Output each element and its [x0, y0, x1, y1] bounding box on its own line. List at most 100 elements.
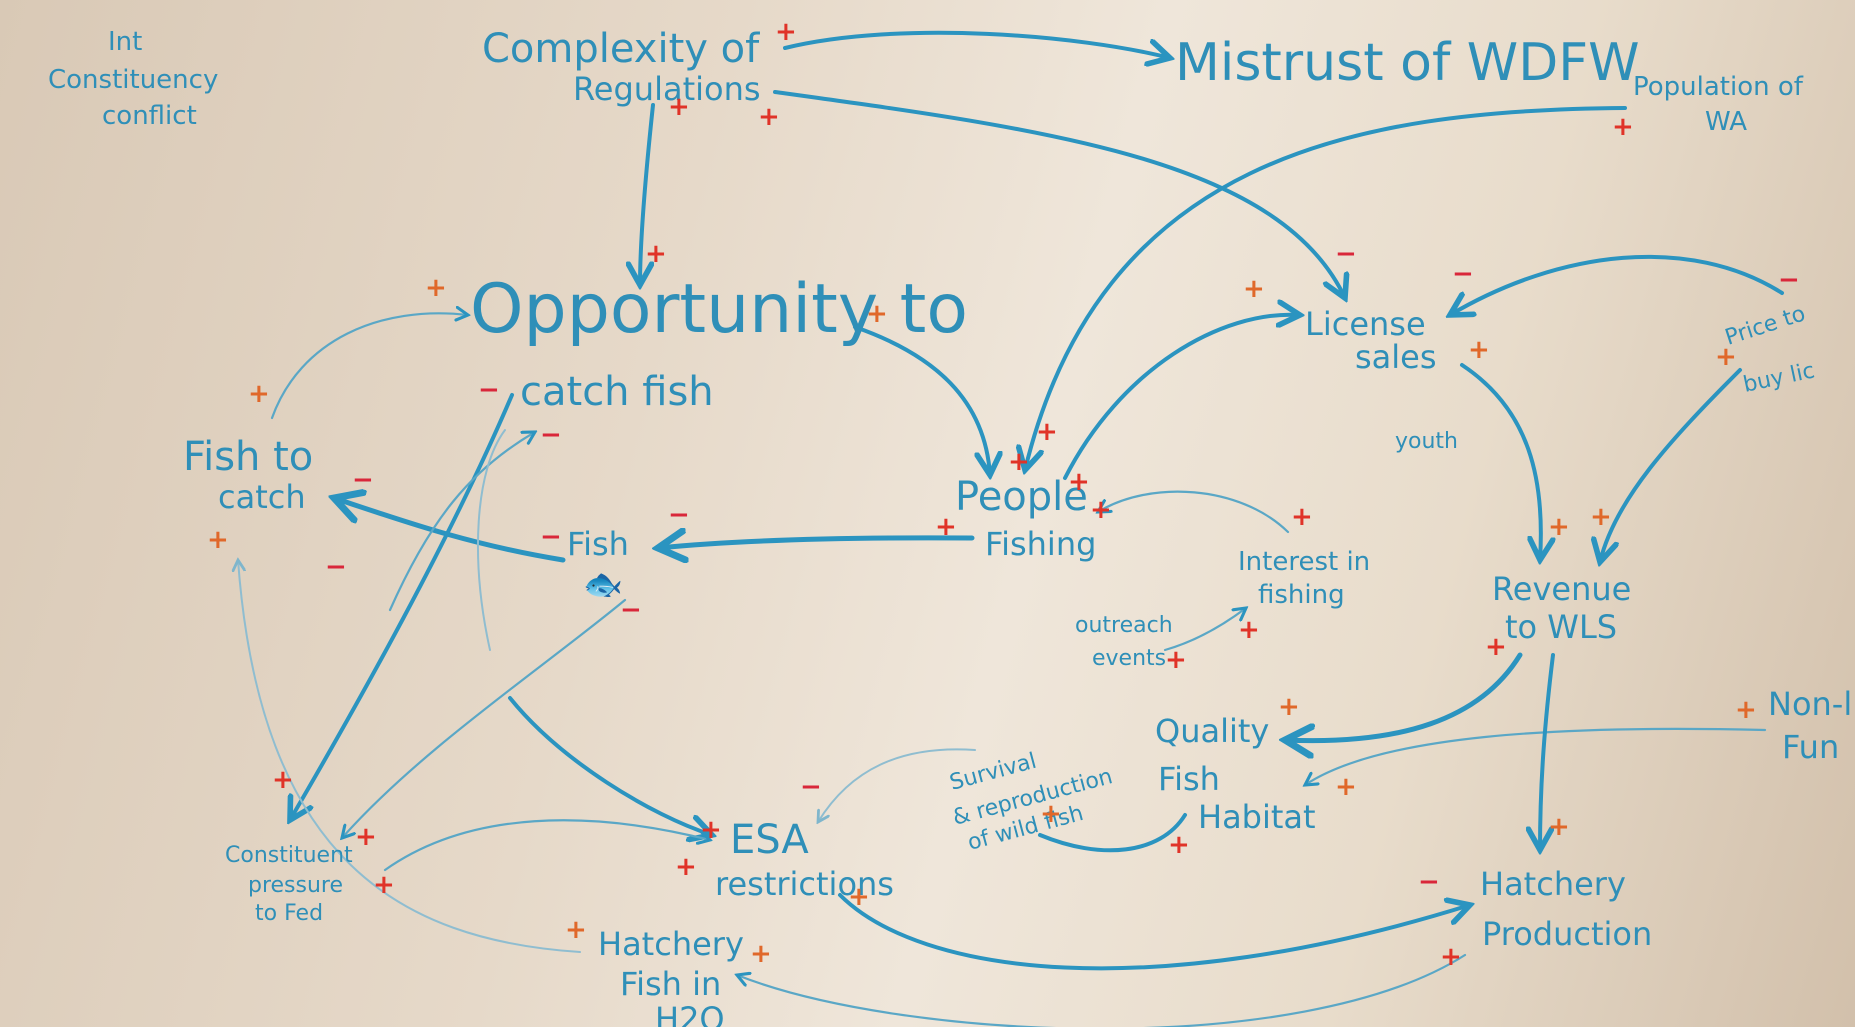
svg-text:+: +: [700, 815, 722, 845]
svg-text:Population of: Population of: [1633, 72, 1804, 102]
arrow-fish-to-fishtocatch: [334, 498, 566, 563]
svg-text:Hatchery: Hatchery: [598, 925, 744, 963]
node-youth: youth: [1395, 429, 1458, 454]
svg-text:Hatchery: Hatchery: [1480, 865, 1626, 903]
arrow-esa-to-hatchery: [838, 893, 1470, 971]
node-revenue-to-wls: Revenue to WLS: [1492, 570, 1631, 646]
svg-text:+: +: [355, 822, 377, 852]
svg-text:+: +: [1165, 645, 1187, 675]
node-interest-in-fishing: Interest in fishing: [1238, 547, 1370, 610]
svg-text:+: +: [1715, 342, 1737, 372]
svg-text:+: +: [1278, 692, 1300, 722]
svg-text:Revenue: Revenue: [1492, 570, 1631, 608]
node-quality-fish-habitat: Quality Fish Habitat: [1155, 712, 1316, 836]
node-survival-reproduction-wild-fish: Survival & reproduction of wild fish: [947, 749, 1115, 856]
svg-text:Fish: Fish: [1158, 760, 1220, 798]
svg-text:+: +: [1548, 812, 1570, 842]
svg-text:to WLS: to WLS: [1505, 608, 1617, 646]
svg-text:youth: youth: [1395, 429, 1458, 454]
svg-text:Constituent: Constituent: [225, 843, 353, 868]
arrow-constituent-to-esa: [383, 819, 710, 872]
svg-text:−: −: [1418, 867, 1440, 897]
svg-text:−: −: [1778, 265, 1800, 295]
svg-text:Fishing: Fishing: [985, 525, 1096, 563]
arrow-interest-to-people: [1098, 490, 1290, 534]
svg-text:Opportunity to: Opportunity to: [470, 270, 968, 349]
arrow-complexity-to-mistrust: [783, 30, 1170, 58]
polarity-signs: + + + + + + + + − − + − − − + + + + + + …: [207, 17, 1800, 972]
node-outreach-events: outreach events: [1075, 613, 1173, 671]
svg-text:Fish in: Fish in: [620, 965, 721, 1003]
svg-text:Int: Int: [108, 27, 142, 57]
svg-text:Fish to: Fish to: [183, 434, 313, 480]
svg-text:+: +: [645, 239, 667, 269]
svg-text:+: +: [1090, 495, 1112, 525]
svg-text:to Fed: to Fed: [255, 901, 323, 926]
svg-text:+: +: [1036, 417, 1058, 447]
svg-text:outreach: outreach: [1075, 613, 1173, 638]
svg-text:events: events: [1092, 646, 1166, 671]
svg-text:−: −: [1335, 239, 1357, 269]
svg-text:restrictions: restrictions: [715, 865, 894, 903]
node-license-sales: License sales: [1305, 305, 1437, 376]
node-constituent-pressure-to-fed: Constituent pressure to Fed: [225, 843, 353, 926]
svg-text:+: +: [675, 852, 697, 882]
svg-text:+: +: [1243, 274, 1265, 304]
arrow-price-to-revenue: [1600, 368, 1742, 562]
svg-text:Complexity of: Complexity of: [482, 26, 760, 72]
svg-text:Fun: Fun: [1782, 728, 1839, 766]
arrow-complexity-to-license: [773, 90, 1345, 298]
svg-text:🐟: 🐟: [583, 565, 623, 603]
arrow-hatcheryfish-to-fishtocatch: [238, 560, 581, 953]
svg-text:+: +: [866, 299, 888, 329]
svg-text:H2O: H2O: [655, 1000, 725, 1027]
node-hatchery-fish-in-h2o: Hatchery Fish in H2O: [598, 925, 744, 1027]
svg-text:−: −: [800, 772, 822, 802]
node-mistrust-of-wdfw: Mistrust of WDFW: [1175, 33, 1640, 93]
svg-text:+: +: [1468, 335, 1490, 365]
arrow-opportunity-to-constituent: [290, 393, 514, 820]
svg-text:+: +: [248, 379, 270, 409]
svg-text:−: −: [540, 420, 562, 450]
node-fish-to-catch: Fish to catch: [183, 434, 313, 516]
svg-text:−: −: [1452, 259, 1474, 289]
svg-text:+: +: [1485, 632, 1507, 662]
svg-text:Production: Production: [1482, 915, 1652, 953]
arrow-revenue-to-quality: [1285, 652, 1523, 741]
svg-text:+: +: [935, 512, 957, 542]
arrow-fish-to-esa: [508, 696, 712, 835]
svg-text:+: +: [1008, 447, 1030, 477]
svg-text:−: −: [620, 595, 642, 625]
arrow-people-to-license: [1063, 315, 1300, 480]
node-non-license-funding: Non-li Fun: [1768, 685, 1855, 766]
arrow-fishtocatch-to-opportunity: [270, 313, 468, 420]
arrow-survival-to-esa: [818, 748, 976, 822]
svg-text:+: +: [1238, 615, 1260, 645]
arrow-habitat-to-survival: [1038, 813, 1187, 853]
svg-text:+: +: [373, 870, 395, 900]
svg-text:+: +: [1291, 502, 1313, 532]
svg-text:+: +: [775, 17, 797, 47]
svg-text:pressure: pressure: [248, 873, 343, 898]
arrow-esa-opportunity-faint: [477, 429, 506, 651]
svg-text:Regulations: Regulations: [573, 70, 761, 108]
svg-text:catch: catch: [218, 478, 306, 516]
arrow-opportunity-to-people: [853, 325, 990, 475]
svg-text:+: +: [1612, 112, 1634, 142]
svg-text:Quality: Quality: [1155, 712, 1269, 750]
node-esa-restrictions: ESA restrictions: [715, 817, 894, 903]
svg-text:+: +: [668, 92, 690, 122]
arrow-revenue-to-hatchery: [1540, 653, 1555, 850]
svg-text:+: +: [758, 102, 780, 132]
svg-text:−: −: [352, 465, 374, 495]
arrow-outreach-to-interest: [1163, 608, 1246, 652]
svg-text:+: +: [1335, 772, 1357, 802]
svg-text:+: +: [1068, 467, 1090, 497]
svg-text:−: −: [478, 375, 500, 405]
svg-text:Non-li: Non-li: [1768, 685, 1855, 723]
arrow-fish-to-constituent: [342, 598, 627, 838]
svg-text:WA: WA: [1705, 107, 1747, 137]
arrow-people-to-fish: [658, 538, 975, 548]
svg-text:Interest in: Interest in: [1238, 547, 1370, 577]
